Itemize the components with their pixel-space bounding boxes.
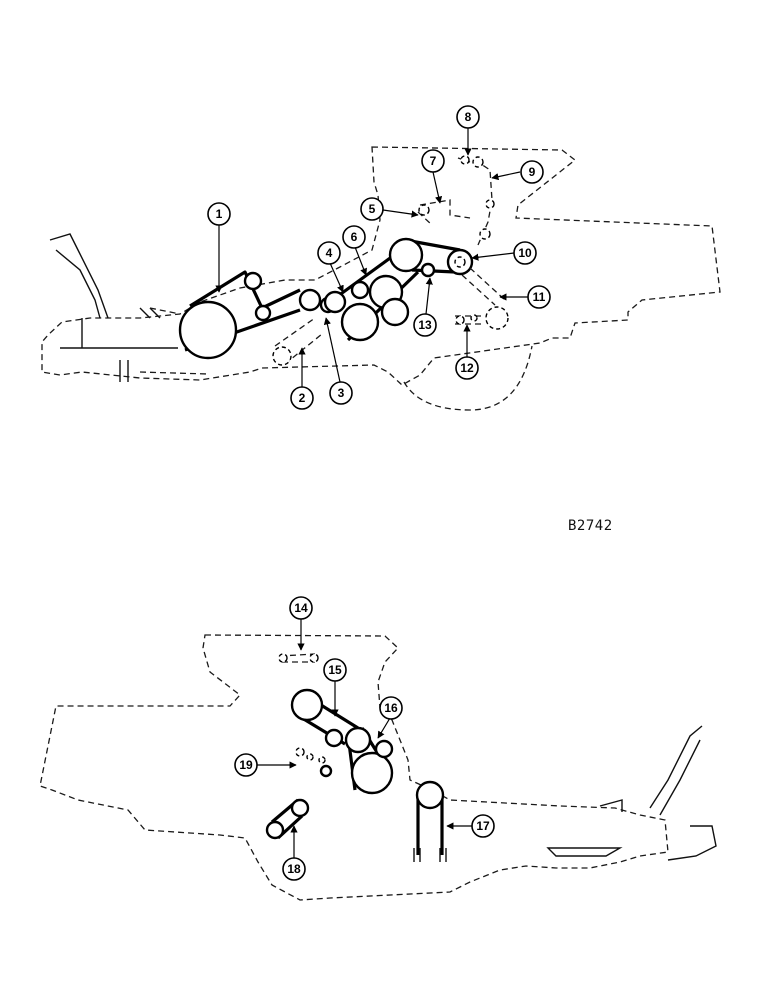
callout-12-label: 12 xyxy=(460,361,474,375)
bottom-hitch xyxy=(649,725,717,861)
pulley-12-small xyxy=(470,314,478,322)
callout-18-label: 18 xyxy=(287,862,301,876)
bottom-callout-leaders xyxy=(257,619,472,858)
pulley-16-idler xyxy=(374,739,394,759)
callout-19: 19 xyxy=(234,753,258,777)
part-19-a xyxy=(295,747,305,757)
belt-17 xyxy=(416,795,444,855)
pulley-15-mid xyxy=(324,728,344,748)
callout-16-label: 16 xyxy=(384,701,398,715)
part-19-d xyxy=(319,764,333,778)
callout-5-label: 5 xyxy=(369,202,376,216)
callout-9-label: 9 xyxy=(529,165,536,179)
pulley-main-large xyxy=(178,300,238,360)
callout-4: 4 xyxy=(317,241,341,265)
pulley-3 xyxy=(298,288,322,312)
top-wheel-arch xyxy=(403,345,533,411)
pulley-6c xyxy=(350,280,370,300)
part-5 xyxy=(418,204,430,216)
callout-8-label: 8 xyxy=(465,110,472,124)
pulley-18-a xyxy=(265,820,285,840)
part-8 xyxy=(460,155,470,165)
callout-14-label: 14 xyxy=(294,601,308,615)
part-5-7-linkage xyxy=(417,199,471,226)
callout-17: 17 xyxy=(471,814,495,838)
callout-13: 13 xyxy=(413,313,437,337)
pulley-idler-2 xyxy=(254,304,272,322)
part-9-mid xyxy=(485,199,495,209)
callout-11-label: 11 xyxy=(533,290,546,304)
callout-6-label: 6 xyxy=(351,230,358,244)
pulley-10-hub xyxy=(454,256,466,268)
part-19-b xyxy=(306,753,314,761)
top-callout-leaders xyxy=(215,128,528,387)
callout-8: 8 xyxy=(456,105,480,129)
top-frame xyxy=(60,307,178,382)
pulley-idler-1 xyxy=(243,271,263,291)
callout-2: 2 xyxy=(290,386,314,410)
drawing-id-label: B2742 xyxy=(568,518,613,534)
callout-10: 10 xyxy=(513,241,537,265)
part-14-right xyxy=(309,653,319,663)
pulley-17-base xyxy=(413,848,447,862)
callout-7: 7 xyxy=(421,149,445,173)
callout-1: 1 xyxy=(207,202,231,226)
pulley-16-large xyxy=(350,751,394,795)
top-frame-dash xyxy=(139,307,209,375)
callout-11: 11 xyxy=(527,285,551,309)
part-19-c xyxy=(318,756,326,764)
callout-16: 16 xyxy=(379,696,403,720)
pulley-15-large xyxy=(290,688,324,722)
top-machine-outline xyxy=(41,146,721,386)
bottom-machine-outline xyxy=(39,634,669,901)
bottom-frame xyxy=(546,799,623,857)
callout-10-label: 10 xyxy=(518,246,532,260)
callout-6: 6 xyxy=(342,225,366,249)
part-14-left xyxy=(278,653,288,663)
pulley-6b xyxy=(380,297,410,327)
top-hitch xyxy=(49,233,109,319)
pulley-17 xyxy=(415,780,445,810)
pulley-4b xyxy=(323,290,347,314)
pulley-2-dashed xyxy=(272,346,292,366)
pulley-upper-drive xyxy=(388,237,424,273)
callout-5: 5 xyxy=(360,197,384,221)
callout-3-label: 3 xyxy=(338,386,345,400)
callout-15: 15 xyxy=(323,658,347,682)
callout-15-label: 15 xyxy=(328,663,342,677)
bottom-view xyxy=(39,634,717,901)
callout-13-label: 13 xyxy=(418,318,432,332)
callout-2-label: 2 xyxy=(299,391,306,405)
pulley-18-b xyxy=(290,798,310,818)
callout-14: 14 xyxy=(289,596,313,620)
callout-12: 12 xyxy=(455,356,479,380)
belt-11 xyxy=(461,267,506,306)
callout-17-label: 17 xyxy=(476,819,490,833)
top-view xyxy=(41,146,721,411)
callout-9: 9 xyxy=(520,160,544,184)
pulley-4a xyxy=(340,302,380,342)
pulley-16-top xyxy=(344,726,372,754)
callout-19-label: 19 xyxy=(239,758,253,772)
callout-7-label: 7 xyxy=(430,154,437,168)
pulley-13-idler xyxy=(420,262,436,278)
pulley-12 xyxy=(455,315,465,325)
pulley-11 xyxy=(485,306,509,330)
callout-3: 3 xyxy=(329,381,353,405)
callout-1-label: 1 xyxy=(216,207,223,221)
callout-18: 18 xyxy=(282,857,306,881)
part-9-bottom xyxy=(479,228,491,240)
callout-4-label: 4 xyxy=(326,246,333,260)
part-9-top xyxy=(472,156,484,168)
